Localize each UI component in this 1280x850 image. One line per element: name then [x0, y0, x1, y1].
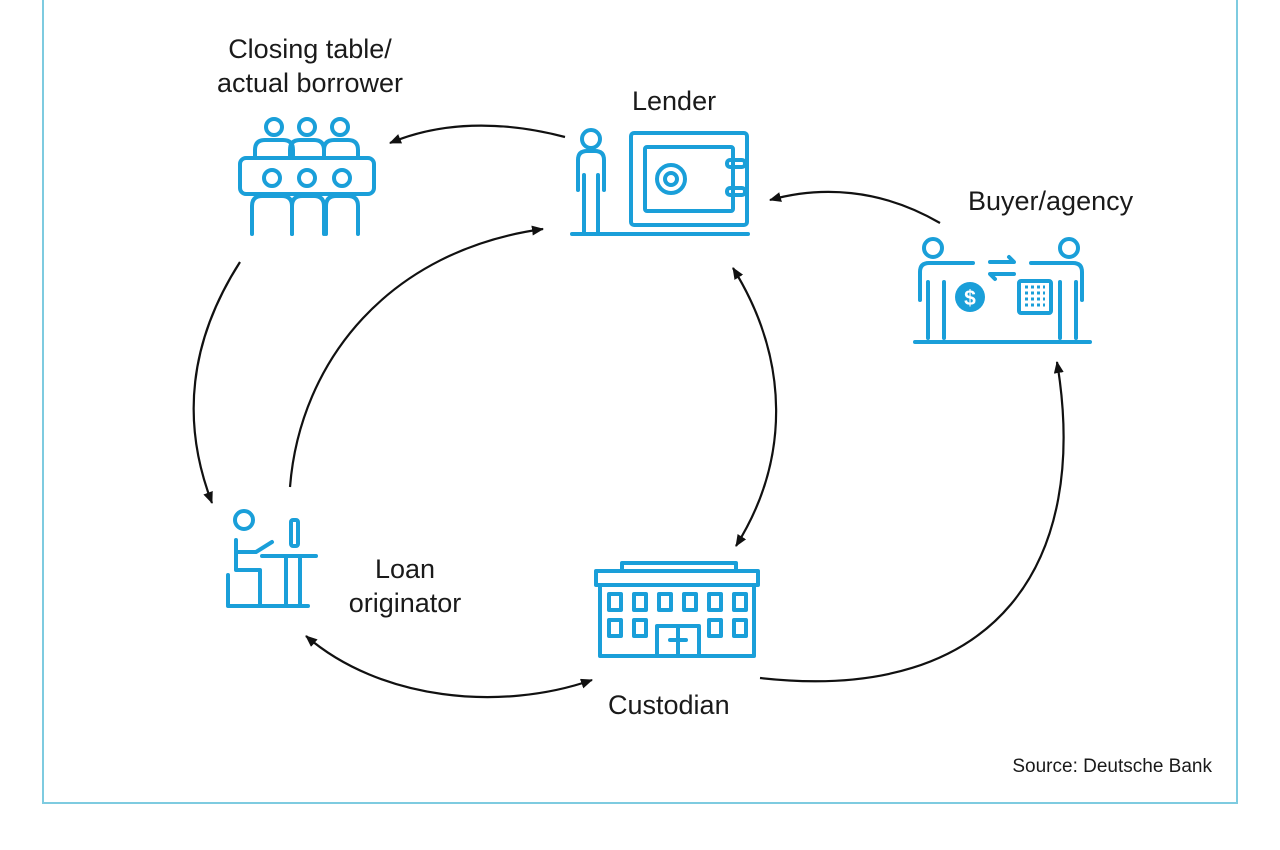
transaction-icon: $ [913, 237, 1092, 344]
loan-originator-label-line2: originator [348, 588, 462, 618]
closing-table-label: Closing table/ actual borrower [190, 32, 430, 100]
svg-text:$: $ [964, 287, 976, 310]
arrow-buyer-agency-to-lender [769, 190, 941, 224]
people-at-table-icon [238, 117, 376, 236]
arrow-closing-table-to-loan-originator [192, 261, 241, 504]
arrow-loan-originator-to-lender [288, 225, 544, 488]
arrow-lender-custodian [732, 267, 778, 547]
custodian-label: Custodian [608, 690, 730, 720]
diagram-frame [42, 0, 1238, 804]
arrow-lender-to-closing-table [389, 124, 566, 145]
lender-label: Lender [632, 86, 717, 116]
safe-icon [570, 128, 750, 236]
arrow-loan-originator-custodian [305, 635, 593, 699]
source-note: Source: Deutsche Bank [1012, 756, 1212, 777]
buyer-agency-label: Buyer/agency [968, 186, 1134, 216]
closing-table-label-line2: actual borrower [216, 68, 404, 98]
loan-originator-label-line1: Loan [374, 554, 436, 584]
desk-worker-icon [226, 509, 318, 608]
bank-building-icon [594, 561, 760, 658]
loan-originator-label: Loan originator [330, 552, 480, 620]
closing-table-label-line1: Closing table/ [228, 34, 392, 64]
arrow-custodian-to-buyer-agency [759, 361, 1065, 683]
